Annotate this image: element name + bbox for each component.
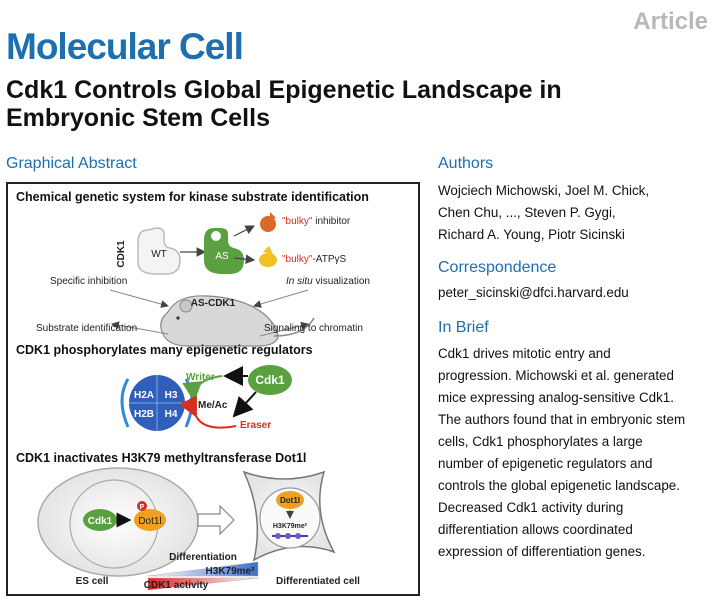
in-brief-line: mice expressing analog-sensitive Cdk1. bbox=[438, 390, 674, 405]
es-cdk1-node bbox=[83, 509, 117, 531]
as-label: AS bbox=[215, 251, 229, 262]
specific-inhibition-label: Specific inhibition bbox=[50, 276, 127, 287]
bulky-inhibitor-label: "bulky" inhibitor bbox=[282, 216, 351, 227]
es-dot1l-node bbox=[134, 509, 166, 531]
bulky-atp-icon bbox=[259, 246, 277, 267]
article-title: Cdk1 Controls Global Epigenetic Landscap… bbox=[6, 76, 562, 132]
as-to-inhibitor-arrow bbox=[233, 225, 256, 237]
article-label: Article bbox=[633, 8, 708, 35]
in-situ-visualization-label: In situ visualization bbox=[286, 276, 370, 287]
differentiation-label: Differentiation bbox=[169, 552, 237, 563]
graphical-abstract-box: Chemical genetic system for kinase subst… bbox=[6, 182, 420, 596]
cdk1-to-eraser-arrow bbox=[232, 391, 257, 418]
spoke-top-left bbox=[109, 289, 169, 308]
cdk1-activity-label: CDK1 activity bbox=[144, 580, 209, 591]
mouse-label: AS-CDK1 bbox=[191, 298, 236, 309]
cdk1-activity-gradient-bar bbox=[147, 577, 259, 591]
es-cell-label: ES cell bbox=[76, 576, 109, 587]
differentiated-cell bbox=[242, 470, 336, 562]
eraser-label: Eraser bbox=[240, 420, 271, 431]
as-to-atp-arrow bbox=[233, 254, 256, 264]
phospho-marker bbox=[137, 501, 147, 511]
spoke-top-right bbox=[253, 289, 309, 308]
in-brief-text: Cdk1 drives mitotic entry and progressio… bbox=[438, 343, 685, 563]
graphical-abstract-heading: Graphical Abstract bbox=[6, 155, 137, 172]
authors-line: Chen Chu, ..., Steven P. Gygi, bbox=[438, 205, 616, 220]
in-brief-line: cells, Cdk1 phosphorylates a large bbox=[438, 434, 643, 449]
journal-title: Molecular Cell bbox=[6, 26, 244, 67]
in-brief-line: progression. Michowski et al. generated bbox=[438, 368, 674, 383]
in-brief-line: Decreased Cdk1 activity during bbox=[438, 500, 624, 515]
wt-kinase-shape: WT bbox=[137, 227, 181, 275]
in-brief-line: controls the global epigenetic landscape… bbox=[438, 478, 680, 493]
differentiated-cell-label: Differentiated cell bbox=[276, 576, 360, 587]
signaling-label: Signaling to chromatin bbox=[264, 323, 363, 334]
bulky-inhibitor-icon bbox=[260, 212, 276, 232]
in-brief-line: number of epigenetic regulators and bbox=[438, 456, 653, 471]
chromatin-strand bbox=[272, 533, 308, 539]
authors-line: Richard A. Young, Piotr Sicinski bbox=[438, 227, 625, 242]
spoke-bottom-right bbox=[259, 321, 309, 337]
cdk1-vertical-label: CDK1 bbox=[116, 240, 127, 268]
correspondence-heading: Correspondence bbox=[438, 259, 557, 276]
eraser-arrow bbox=[178, 395, 237, 429]
diff-dot1l-node bbox=[276, 491, 304, 509]
section2-title: CDK1 phosphorylates many epigenetic regu… bbox=[16, 343, 313, 357]
histone-h4: H4 bbox=[165, 409, 178, 420]
in-brief-line: The authors found that in embryonic stem bbox=[438, 412, 686, 427]
diff-dot1l-label: Dot1l bbox=[280, 496, 300, 505]
h3k79me2-bar-label: H3K79me² bbox=[206, 566, 256, 577]
correspondence-email[interactable]: peter_sicinski@dfci.harvard.edu bbox=[438, 285, 629, 300]
in-brief-heading: In Brief bbox=[438, 319, 489, 336]
writer-label: Writer bbox=[186, 372, 215, 383]
as-kinase-shape: AS bbox=[204, 228, 244, 274]
cdk1-node bbox=[248, 365, 292, 395]
cdk1-node-label: Cdk1 bbox=[255, 373, 285, 387]
in-brief-line: differentiation allows coordinated bbox=[438, 522, 633, 537]
spoke-bottom-left bbox=[111, 321, 169, 335]
authors-list: Wojciech Michowski, Joel M. Chick, Chen … bbox=[438, 180, 649, 246]
in-brief-line: expression of differentiation genes. bbox=[438, 544, 646, 559]
es-dot1l-label: Dot1l bbox=[138, 516, 161, 527]
phospho-label: P bbox=[140, 504, 145, 511]
substrate-identification-label: Substrate identification bbox=[36, 323, 137, 334]
graphical-abstract-figure: Chemical genetic system for kinase subst… bbox=[16, 190, 370, 591]
nucleosome: H2A H3 H2B H4 bbox=[120, 375, 194, 431]
histone-h2b: H2B bbox=[134, 409, 154, 420]
histone-h2a: H2A bbox=[134, 390, 154, 401]
in-brief-line: Cdk1 drives mitotic entry and bbox=[438, 346, 611, 361]
section3-title: CDK1 inactivates H3K79 methyltransferase… bbox=[16, 451, 306, 465]
histone-h3: H3 bbox=[165, 390, 178, 401]
differentiation-hollow-arrow bbox=[197, 504, 235, 536]
es-cdk1-label: Cdk1 bbox=[88, 516, 113, 527]
authors-line: Wojciech Michowski, Joel M. Chick, bbox=[438, 183, 650, 198]
authors-heading: Authors bbox=[438, 155, 494, 172]
h3k79me2-gradient-bar bbox=[147, 561, 259, 577]
section1-title: Chemical genetic system for kinase subst… bbox=[16, 190, 369, 204]
wt-label: WT bbox=[151, 249, 167, 260]
me-ac-label: Me/Ac bbox=[198, 400, 228, 411]
bulky-atp-label: "bulky"-ATPγS bbox=[282, 254, 346, 265]
mouse-illustration bbox=[160, 295, 315, 347]
diff-h3k79me2-small: H3K79me² bbox=[273, 523, 308, 530]
